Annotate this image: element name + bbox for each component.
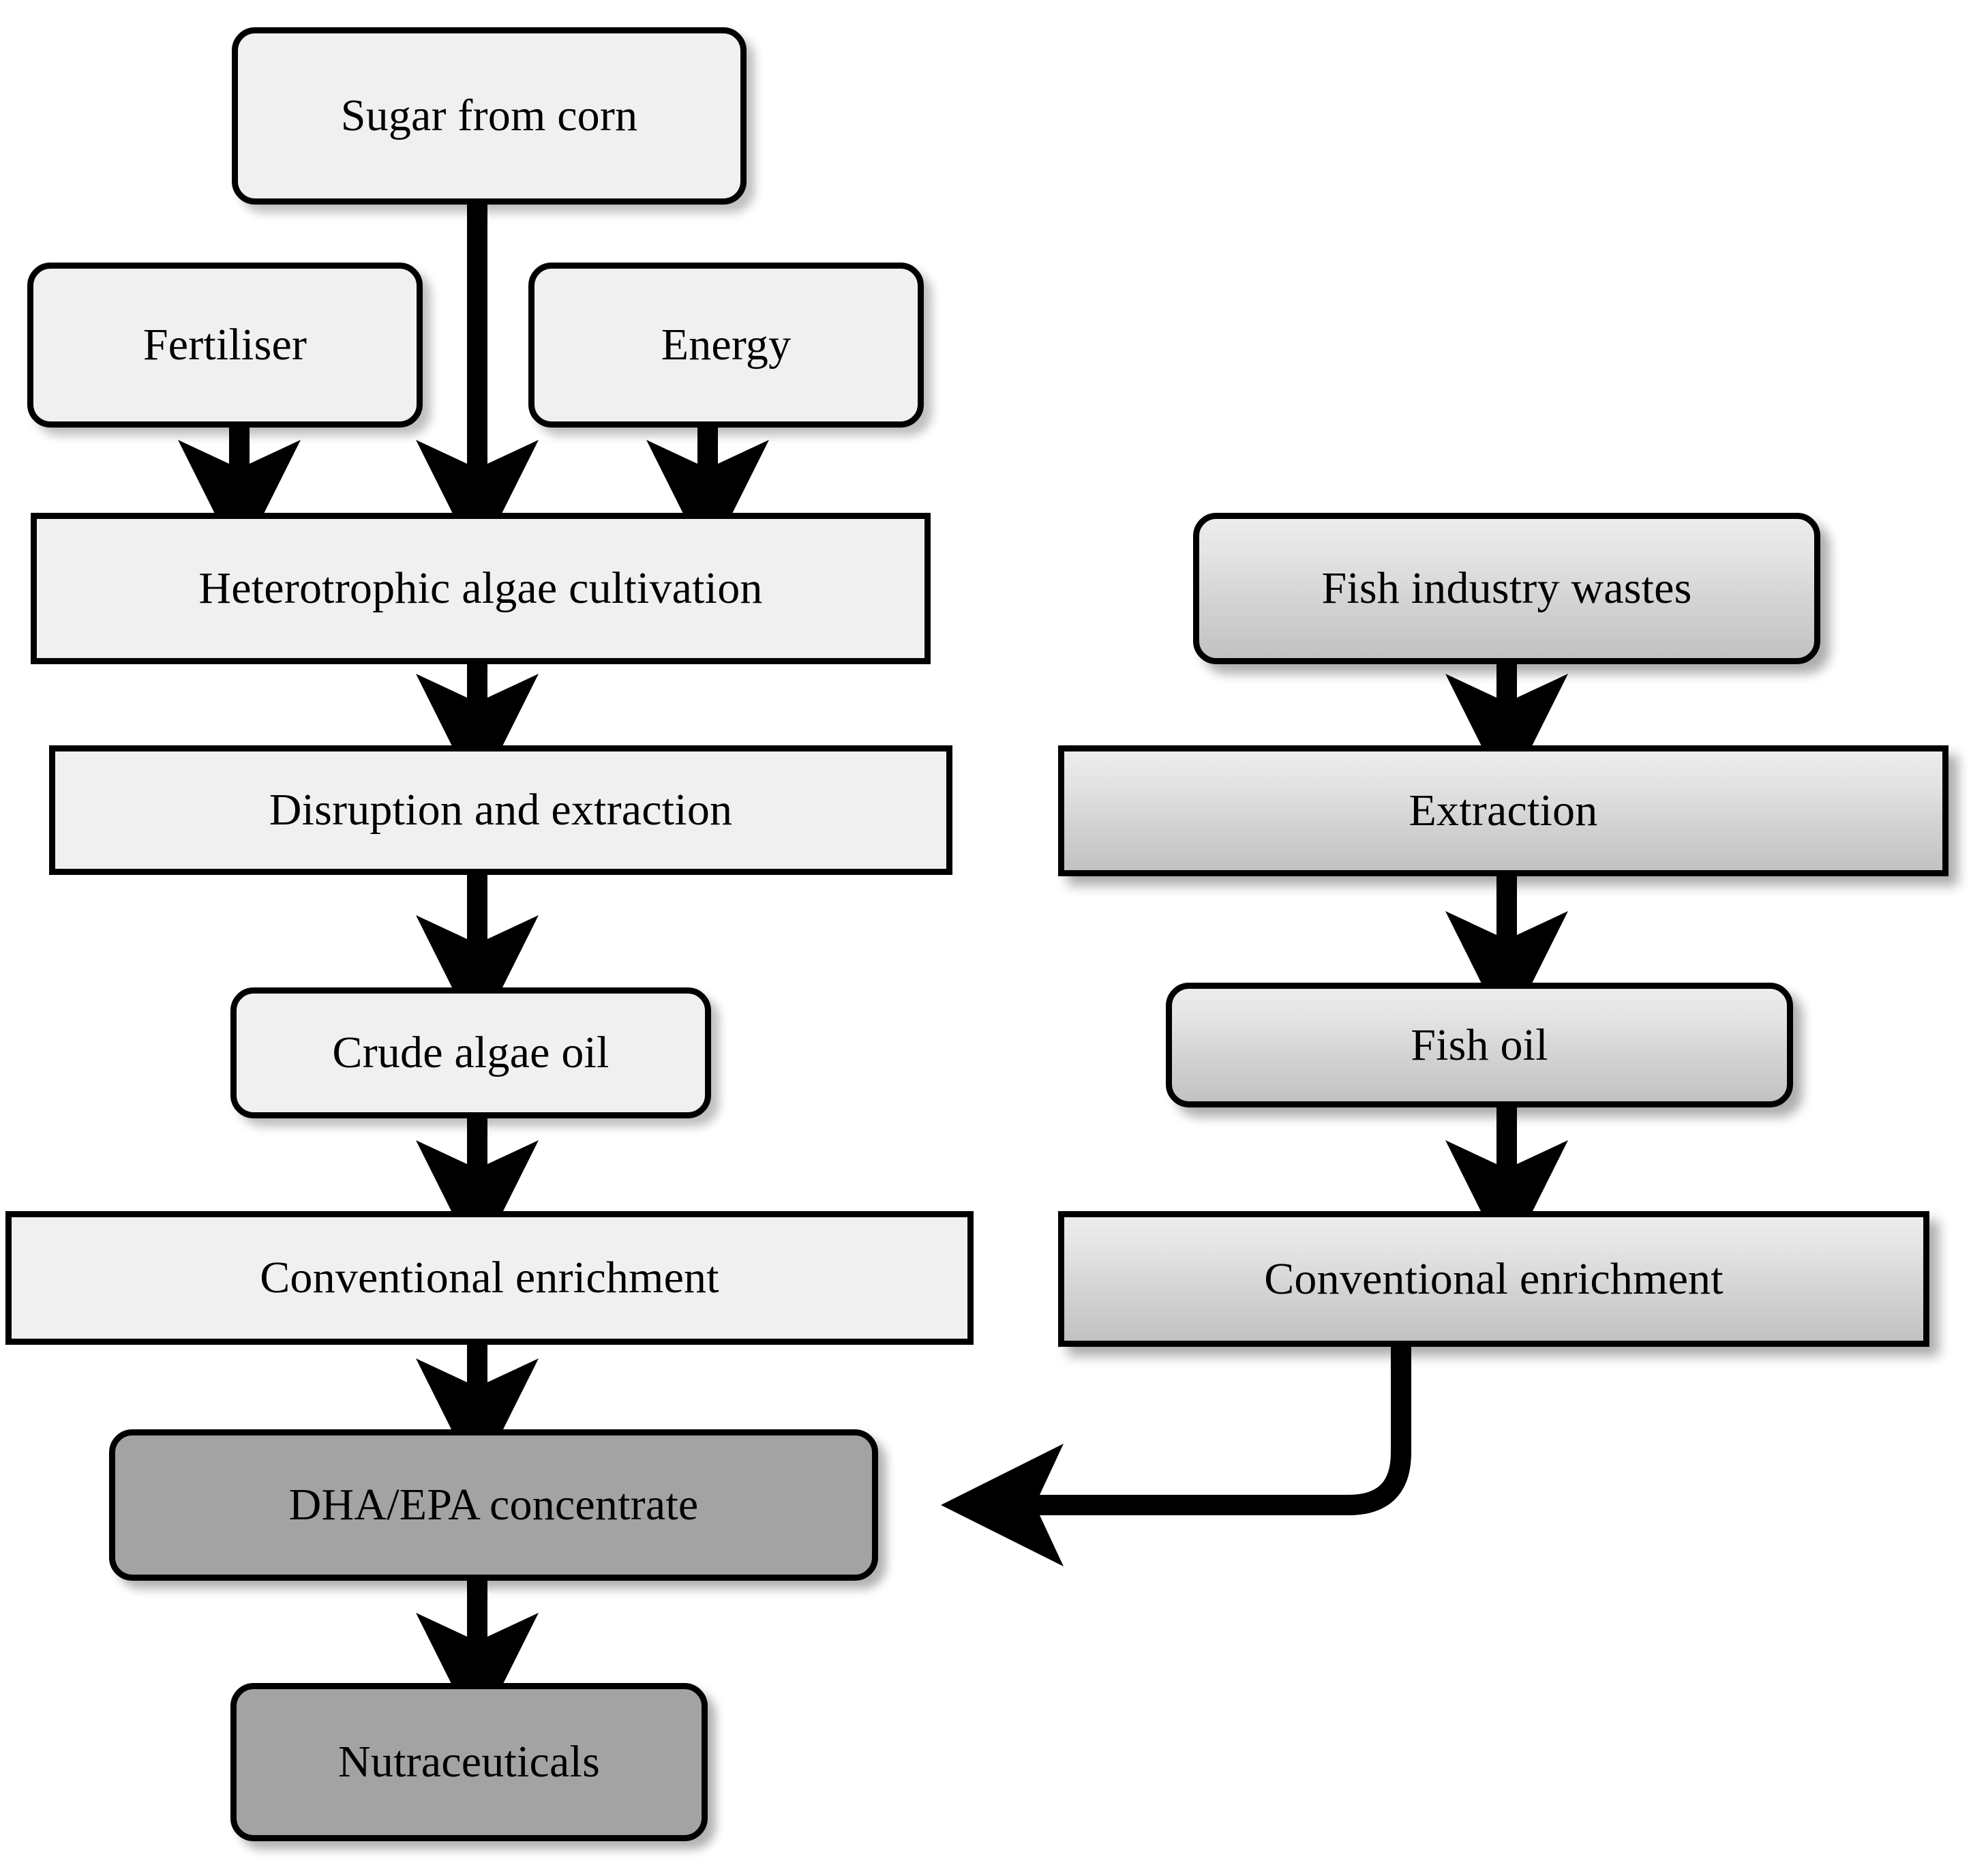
node-sugar-from-corn[interactable]: Sugar from corn	[232, 27, 747, 205]
node-label: Disruption and extraction	[269, 785, 733, 835]
node-heterotrophic-algae-cultivation[interactable]: Heterotrophic algae cultivation	[31, 513, 931, 664]
node-label: Heterotrophic algae cultivation	[198, 563, 763, 614]
node-crude-algae-oil[interactable]: Crude algae oil	[230, 987, 711, 1118]
node-dha-epa-concentrate[interactable]: DHA/EPA concentrate	[109, 1429, 878, 1581]
edge-right-enrichment-to-concentrate	[941, 1337, 1411, 1566]
node-label: Fish industry wastes	[1321, 563, 1692, 614]
node-fish-industry-wastes[interactable]: Fish industry wastes	[1193, 513, 1820, 664]
node-label: Nutraceuticals	[338, 1737, 600, 1787]
node-energy[interactable]: Energy	[528, 263, 924, 428]
node-conventional-enrichment-left[interactable]: Conventional enrichment	[5, 1211, 974, 1345]
node-fish-oil[interactable]: Fish oil	[1166, 983, 1793, 1107]
node-label: Sugar from corn	[340, 91, 638, 141]
node-label: Fish oil	[1411, 1019, 1548, 1070]
node-disruption-and-extraction[interactable]: Disruption and extraction	[49, 745, 952, 875]
node-label: Fertiliser	[142, 320, 307, 370]
node-label: Energy	[661, 320, 792, 370]
node-label: DHA/EPA concentrate	[288, 1480, 699, 1530]
node-label: Crude algae oil	[332, 1028, 610, 1078]
node-label: Conventional enrichment	[260, 1253, 719, 1303]
node-label: Extraction	[1409, 786, 1598, 836]
node-nutraceuticals[interactable]: Nutraceuticals	[230, 1683, 708, 1841]
node-label: Conventional enrichment	[1264, 1253, 1724, 1304]
node-fertiliser[interactable]: Fertiliser	[27, 263, 423, 428]
node-extraction[interactable]: Extraction	[1058, 745, 1949, 876]
node-conventional-enrichment-right[interactable]: Conventional enrichment	[1058, 1211, 1929, 1347]
